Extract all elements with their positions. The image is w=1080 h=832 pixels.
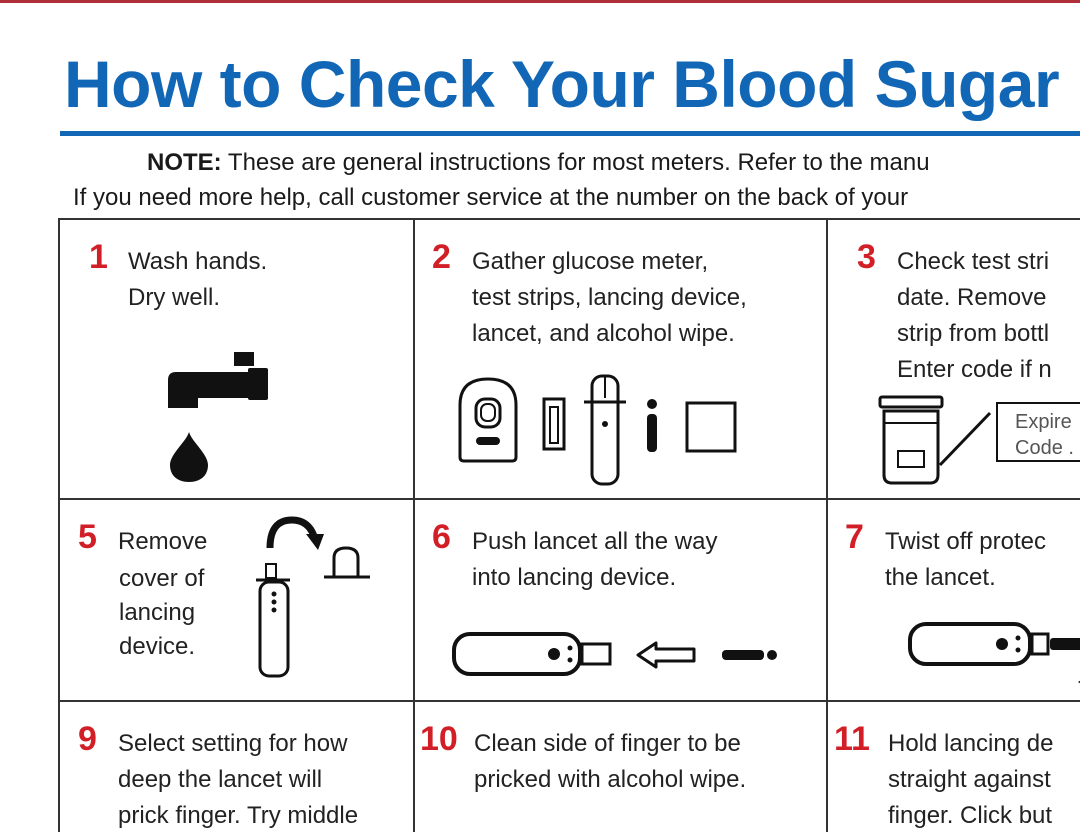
- page-title: How to Check Your Blood Sugar: [64, 47, 1060, 121]
- faucet-icon: [168, 352, 268, 408]
- step-text-line: deep the lancet will: [118, 766, 323, 793]
- note-line-1: NOTE: These are general instructions for…: [147, 148, 1080, 178]
- grid-line-row1: [58, 498, 1080, 500]
- step-text-line: Gather glucose meter,: [472, 248, 709, 275]
- grid-line-top: [58, 218, 1080, 220]
- step-text-line: date. Remove: [897, 284, 1047, 311]
- step-text-line: Hold lancing de: [888, 730, 1054, 757]
- step-number: 6: [432, 518, 451, 556]
- step-number: 9: [78, 720, 97, 758]
- step-number: 7: [845, 518, 864, 556]
- step-text-line: cover of: [119, 565, 205, 592]
- step-text-line: into lancing device.: [472, 564, 677, 591]
- step-text-line: Dry well.: [128, 284, 221, 311]
- step-text-line: Select setting for how: [118, 730, 348, 757]
- lancing-device-icon: [452, 632, 612, 676]
- step-number: 1: [89, 238, 108, 276]
- step-number: 2: [432, 238, 451, 276]
- step-text-line: lancing: [119, 599, 196, 626]
- grid-line-col1: [413, 218, 415, 832]
- curved-arrow-icon: [266, 516, 324, 550]
- lancing-device-icon: [908, 622, 1080, 684]
- step-text-line: straight against: [888, 766, 1051, 793]
- test-strip-bottle-icon: [878, 395, 992, 485]
- step-text-line: strip from bottl: [897, 320, 1050, 347]
- lancing-device-icon: [256, 563, 290, 678]
- step-text-line: Clean side of finger to be: [474, 730, 741, 757]
- grid-line-left: [58, 218, 60, 832]
- top-accent-bar: [0, 0, 1080, 3]
- test-strip-icon: [542, 397, 566, 451]
- water-drop-icon: [170, 432, 208, 482]
- grid-line-row2: [58, 700, 1080, 702]
- lancet-icon: [722, 650, 777, 660]
- note-line-2: If you need more help, call customer ser…: [73, 184, 909, 211]
- step-text-line: prick finger. Try middle: [118, 802, 359, 829]
- step-number: 10: [420, 720, 458, 758]
- step-text-line: Push lancet all the way: [472, 528, 718, 555]
- expire-text: Expire: [1015, 411, 1072, 433]
- step-text-line: Check test stri: [897, 248, 1050, 275]
- step-text-line: Wash hands.: [128, 248, 268, 275]
- alcohol-wipe-icon: [685, 401, 737, 453]
- step-number: 11: [834, 720, 870, 758]
- grid-line-col2: [826, 218, 828, 832]
- lancing-device-icon: [584, 374, 626, 486]
- step-text-line: device.: [119, 633, 196, 660]
- lancet-icon: [647, 399, 657, 452]
- step-text-line: pricked with alcohol wipe.: [474, 766, 747, 793]
- code-text: Code .: [1015, 437, 1074, 459]
- note-line-1-text: These are general instructions for most …: [221, 149, 930, 176]
- glucose-meter-icon: [458, 377, 518, 463]
- title-underline: [60, 131, 1080, 136]
- step-text-line: Enter code if n: [897, 356, 1052, 383]
- expire-code-label: Expire Code .: [996, 402, 1080, 462]
- step-number: 5: [78, 518, 97, 556]
- step-text-line: the lancet.: [885, 564, 996, 591]
- step-text-line: lancet, and alcohol wipe.: [472, 320, 735, 347]
- step-number: 3: [857, 238, 876, 276]
- left-arrow-icon: [636, 641, 696, 669]
- step-text-line: Remove: [118, 528, 208, 555]
- step-text-line: Twist off protec: [885, 528, 1046, 555]
- step-text-line: test strips, lancing device,: [472, 284, 747, 311]
- lancing-cap-icon: [324, 546, 370, 579]
- note-label: NOTE:: [147, 149, 222, 176]
- step-text-line: finger. Click but: [888, 802, 1053, 829]
